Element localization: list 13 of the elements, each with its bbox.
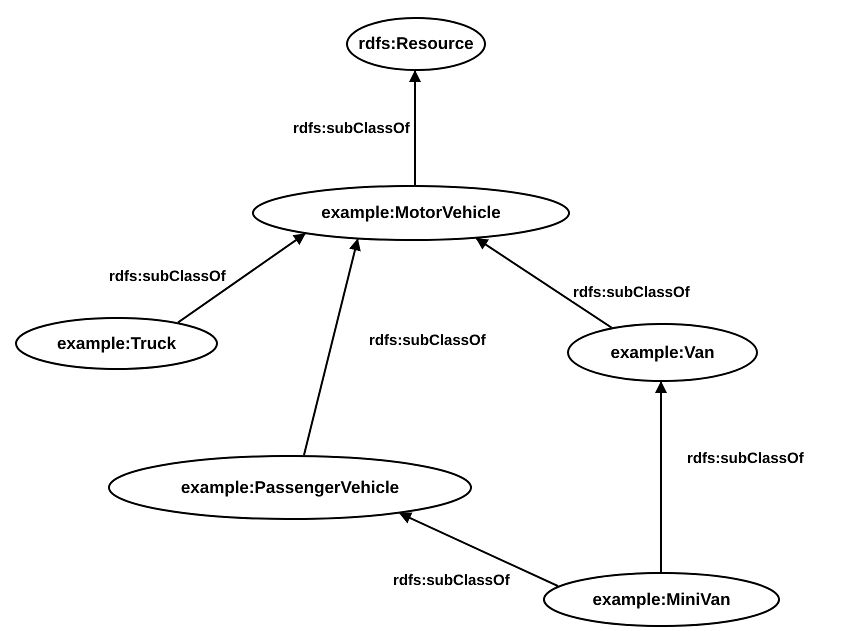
- class-name: example:MiniVan: [592, 590, 730, 610]
- class-name: rdfs:Resource: [358, 34, 474, 54]
- class-name: example:Van: [610, 342, 714, 362]
- class-name: example:Truck: [56, 334, 176, 354]
- arrow: [409, 70, 421, 185]
- arrow: [178, 233, 306, 324]
- arrow: [303, 238, 361, 456]
- edge-label: rdfs:subClassOf: [572, 284, 691, 301]
- class-name: example:MotorVehicle: [321, 203, 501, 223]
- class-name: example:PassengerVehicle: [180, 478, 400, 498]
- arrow: [476, 238, 612, 328]
- arrow: [655, 381, 667, 572]
- arrow: [399, 512, 558, 587]
